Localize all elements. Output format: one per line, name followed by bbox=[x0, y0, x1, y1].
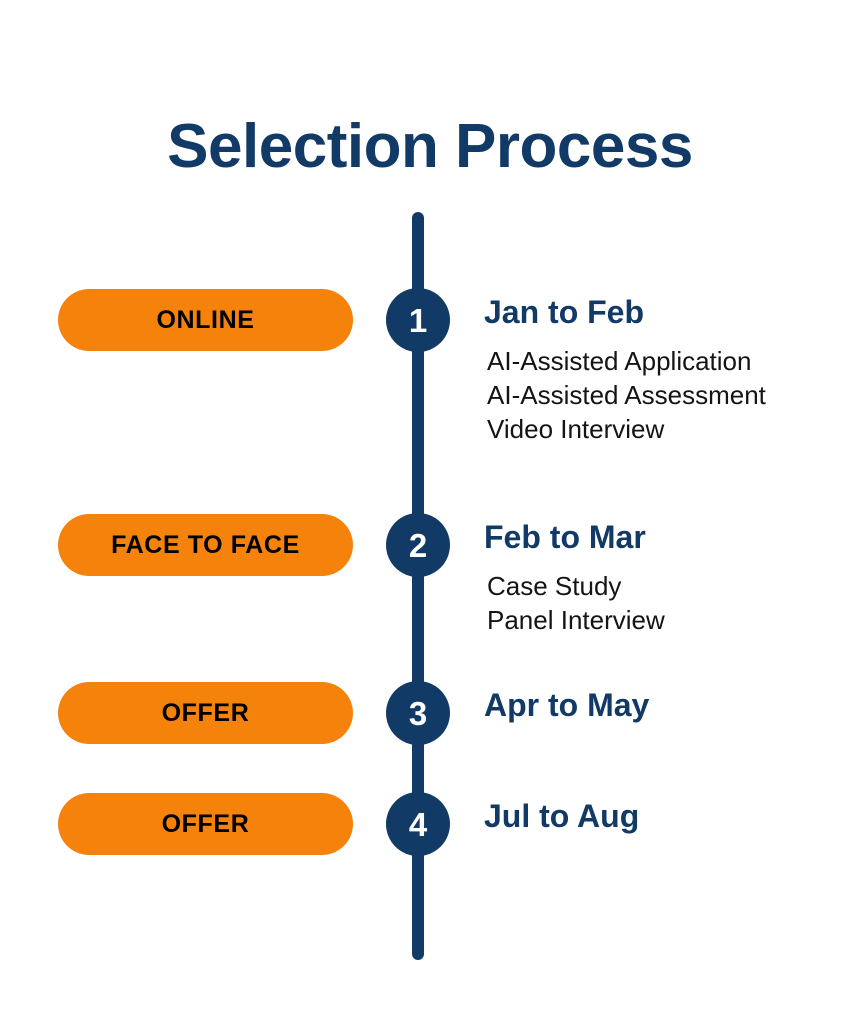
step-items-2: Case Study Panel Interview bbox=[487, 569, 860, 637]
step-pill-label-3: OFFER bbox=[161, 698, 250, 727]
step-item: AI-Assisted Assessment bbox=[487, 380, 766, 410]
step-number-2: 2 bbox=[408, 526, 428, 564]
step-content-2: Feb to Mar Case Study Panel Interview bbox=[484, 521, 860, 637]
step-date-3: Apr to May bbox=[484, 687, 650, 723]
step-pill-label-4: OFFER bbox=[161, 809, 250, 838]
step-number-1: 1 bbox=[408, 301, 428, 339]
step-date-2: Feb to Mar bbox=[484, 519, 646, 555]
step-date-1: Jan to Feb bbox=[484, 294, 645, 330]
step-number-4: 4 bbox=[408, 805, 428, 843]
step-item: Video Interview bbox=[487, 414, 665, 444]
step-content-3: Apr to May bbox=[484, 689, 860, 721]
step-items-1: AI-Assisted Application AI-Assisted Asse… bbox=[487, 344, 860, 446]
step-pill-label-1: ONLINE bbox=[156, 305, 255, 334]
timeline-spine bbox=[412, 212, 424, 960]
step-item: Case Study bbox=[487, 571, 622, 601]
step-circle-1[interactable]: 1 bbox=[386, 288, 450, 352]
step-pill-1[interactable]: ONLINE bbox=[58, 289, 353, 351]
step-number-3: 3 bbox=[408, 694, 428, 732]
step-circle-2[interactable]: 2 bbox=[386, 513, 450, 577]
step-circle-3[interactable]: 3 bbox=[386, 681, 450, 745]
step-pill-4[interactable]: OFFER bbox=[58, 793, 353, 855]
step-date-4: Jul to Aug bbox=[484, 798, 640, 834]
page-title: Selection Process bbox=[167, 111, 693, 181]
step-pill-2[interactable]: FACE TO FACE bbox=[58, 514, 353, 576]
step-pill-label-2: FACE TO FACE bbox=[111, 530, 300, 559]
step-content-4: Jul to Aug bbox=[484, 800, 860, 832]
step-content-1: Jan to Feb AI-Assisted Application AI-As… bbox=[484, 296, 860, 446]
step-item: Panel Interview bbox=[487, 605, 665, 635]
step-item: AI-Assisted Application bbox=[487, 346, 752, 376]
step-circle-4[interactable]: 4 bbox=[386, 792, 450, 856]
step-pill-3[interactable]: OFFER bbox=[58, 682, 353, 744]
